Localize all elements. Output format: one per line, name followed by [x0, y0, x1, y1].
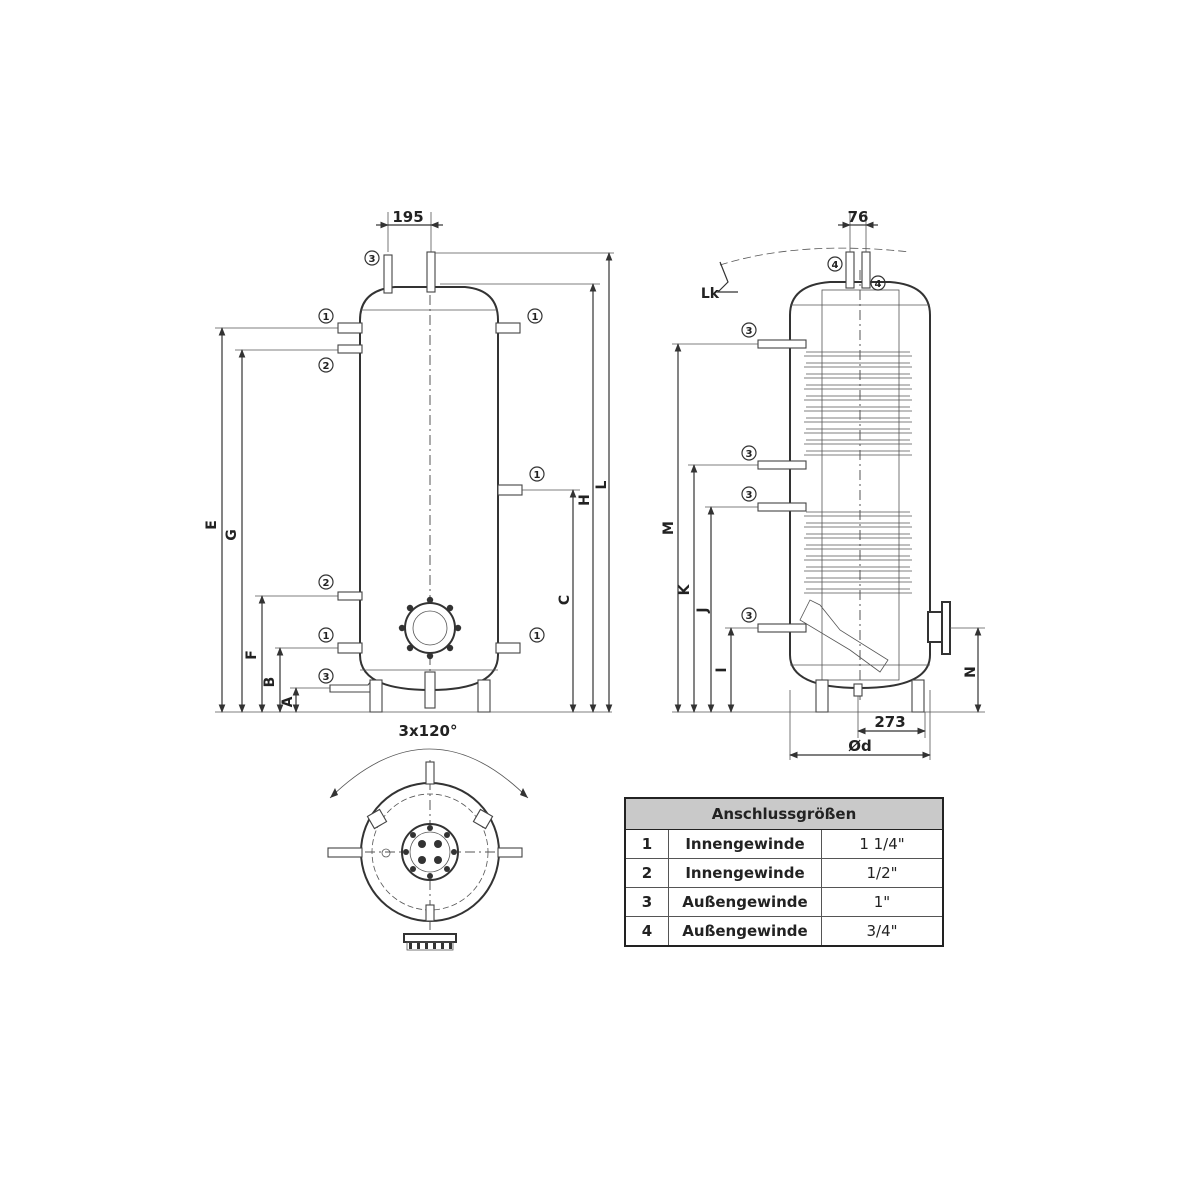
table-cell-number: 2: [625, 858, 669, 888]
side-dim-m: M: [661, 521, 677, 535]
front-bubble: 2: [318, 574, 334, 590]
side-bubble: 4: [827, 256, 843, 272]
side-bubble: 4: [870, 275, 886, 291]
svg-text:1: 1: [534, 631, 541, 642]
table-cell-type: Innengewinde: [668, 858, 822, 888]
table-cell-type: Außengewinde: [668, 916, 822, 946]
side-top-width-label: 76: [848, 208, 869, 226]
side-bubble: 3: [741, 445, 757, 461]
front-bubble: 1: [529, 627, 545, 643]
front-bubble: 1: [318, 627, 334, 643]
side-diameter-label: Ød: [848, 737, 872, 755]
front-bubble: 1: [527, 308, 543, 324]
table-cell-size: 1": [821, 887, 943, 917]
front-bubble: 2: [318, 357, 334, 373]
table-row: 1 Innengewinde 1 1/4": [625, 829, 943, 859]
svg-text:1: 1: [532, 312, 539, 323]
side-dim-k: K: [677, 583, 693, 595]
front-flange: [404, 602, 456, 654]
table-cell-number: 3: [625, 887, 669, 917]
table-cell-type: Innengewinde: [668, 829, 822, 859]
side-dim-n: N: [963, 666, 979, 678]
front-dim-h: H: [577, 494, 593, 506]
side-bubble: 3: [741, 607, 757, 623]
front-bubble: 3: [318, 668, 334, 684]
table-cell-size: 1/2": [821, 858, 943, 888]
front-bubble: 1: [318, 308, 334, 324]
top-view: 3x120°: [327, 722, 529, 951]
front-dim-g: G: [224, 529, 240, 541]
connection-sizes-table: Anschlussgrößen 1 Innengewinde 1 1/4" 2 …: [624, 797, 944, 947]
svg-text:4: 4: [832, 260, 839, 271]
angle-label: 3x120°: [399, 722, 458, 740]
front-view: 195 E G F B A C H L 3 1 1 2 1 2: [204, 208, 614, 713]
side-view: 76 Lk M K J I N 273 Ød 4: [661, 208, 985, 760]
svg-text:1: 1: [323, 312, 330, 323]
upper-coil: [804, 351, 912, 456]
svg-text:2: 2: [323, 361, 330, 372]
front-dim-e: E: [204, 520, 220, 530]
table-cell-size: 3/4": [821, 916, 943, 946]
svg-text:3: 3: [323, 672, 330, 683]
lk-label: Lk: [701, 286, 720, 302]
side-bottom-offset-label: 273: [874, 713, 905, 731]
svg-text:3: 3: [369, 254, 376, 265]
side-bubble: 3: [741, 486, 757, 502]
table-cell-number: 1: [625, 829, 669, 859]
svg-text:1: 1: [534, 470, 541, 481]
table-row: 2 Innengewinde 1/2": [625, 858, 943, 888]
front-dim-b: B: [262, 677, 278, 688]
svg-text:1: 1: [323, 631, 330, 642]
front-dim-a: A: [280, 696, 296, 707]
table-cell-type: Außengewinde: [668, 887, 822, 917]
table-cell-number: 4: [625, 916, 669, 946]
svg-text:3: 3: [746, 611, 753, 622]
front-dim-f: F: [244, 650, 260, 660]
front-top-width-label: 195: [392, 208, 423, 226]
side-bubble: 3: [741, 322, 757, 338]
table-row: 4 Außengewinde 3/4": [625, 916, 943, 946]
svg-text:3: 3: [746, 449, 753, 460]
svg-text:3: 3: [746, 326, 753, 337]
front-bubble: 3: [364, 250, 380, 266]
front-dim-c: C: [557, 595, 573, 605]
table-header-row: Anschlussgrößen: [625, 798, 943, 830]
svg-text:3: 3: [746, 490, 753, 501]
front-dim-l: L: [594, 480, 610, 489]
svg-text:2: 2: [323, 578, 330, 589]
side-dim-j: J: [695, 607, 711, 613]
front-bubble: 1: [529, 466, 545, 482]
lower-coil: [804, 511, 912, 594]
table-header: Anschlussgrößen: [625, 798, 943, 830]
svg-text:4: 4: [875, 279, 882, 290]
table-cell-size: 1 1/4": [821, 829, 943, 859]
table-row: 3 Außengewinde 1": [625, 887, 943, 917]
side-dim-i: I: [714, 667, 730, 672]
